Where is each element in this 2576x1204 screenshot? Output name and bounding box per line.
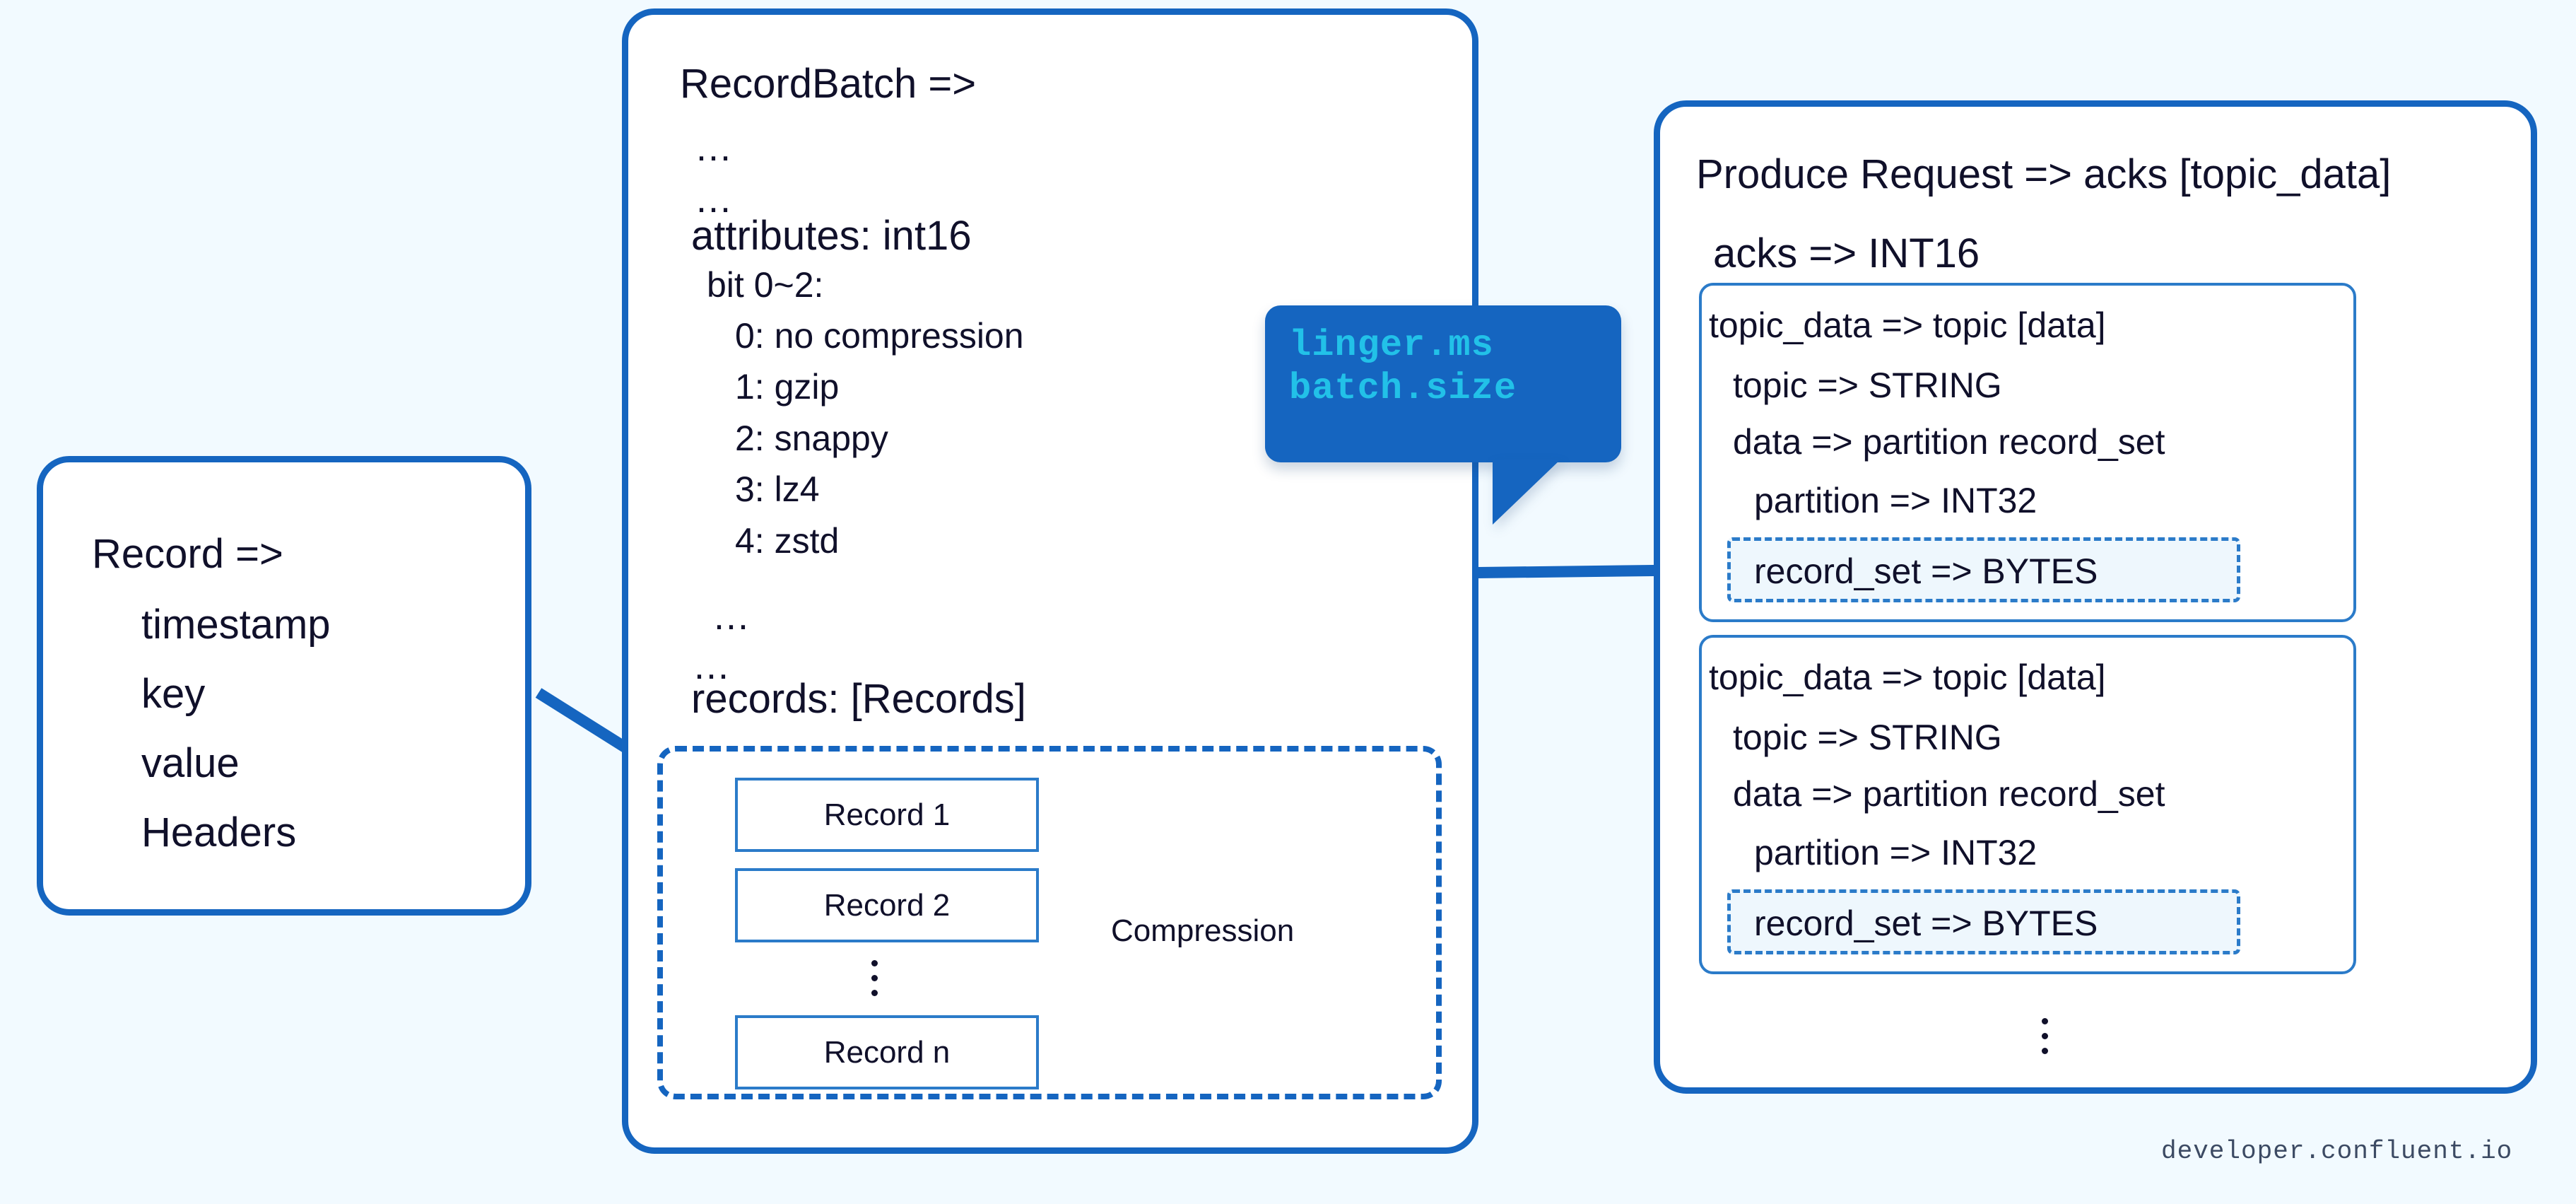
record-batch-ellipsis-3: ... (714, 595, 751, 638)
record-batch-box (622, 8, 1478, 1154)
topic-data-2-data-line: data => partition record_set (1733, 774, 2165, 814)
topic-data-1-topic-line: topic => STRING (1733, 366, 2002, 405)
tuning-callout: linger.ms batch.size (1265, 305, 1621, 462)
record-box-title: Record => (92, 531, 283, 577)
record-item-1-label: Record 1 (823, 797, 951, 832)
record-batch-ellipsis-4: ... (694, 645, 731, 687)
produce-request-vertical-ellipsis (2034, 1011, 2055, 1060)
codec-2: 2: snappy (735, 419, 888, 458)
topic-data-1-record-set-box (1727, 537, 2240, 602)
codec-0: 0: no compression (735, 316, 1024, 356)
codec-3: 3: lz4 (735, 469, 820, 509)
record-item-2: Record 2 (735, 868, 1039, 942)
record-batch-bit-range: bit 0~2: (707, 265, 824, 305)
record-item-2-label: Record 2 (823, 887, 951, 923)
record-field-value: value (141, 740, 240, 786)
callout-tail-icon (1493, 460, 1560, 525)
record-field-timestamp: timestamp (141, 602, 331, 648)
topic-data-2-record-set-box (1727, 889, 2240, 954)
codec-1: 1: gzip (735, 367, 840, 407)
topic-data-1-data-line: data => partition record_set (1733, 422, 2165, 462)
record-field-key: key (141, 671, 206, 717)
produce-request-acks-line: acks => INT16 (1713, 230, 1980, 276)
topic-data-2-topic-line: topic => STRING (1733, 718, 2002, 757)
record-batch-attributes: attributes: int16 (691, 213, 972, 259)
record-item-1: Record 1 (735, 778, 1039, 852)
topic-data-2-record-set-line: record_set => BYTES (1754, 904, 2098, 943)
topic-data-1-record-set-line: record_set => BYTES (1754, 551, 2098, 591)
record-batch-ellipsis-1: ... (696, 127, 733, 169)
record-field-headers: Headers (141, 810, 297, 855)
callout-line-linger-ms: linger.ms (1289, 325, 1494, 366)
record-item-n: Record n (735, 1015, 1039, 1089)
compression-label: Compression (1111, 913, 1295, 948)
codec-4: 4: zstd (735, 521, 840, 561)
record-batch-records-line: records: [Records] (691, 676, 1026, 722)
record-box (37, 456, 531, 916)
callout-line-batch-size: batch.size (1289, 368, 1517, 410)
record-list-vertical-ellipsis (864, 954, 885, 1001)
record-batch-ellipsis-2: ... (696, 178, 733, 221)
topic-data-1-header: topic_data => topic [data] (1709, 305, 2106, 345)
produce-request-title: Produce Request => acks [topic_data] (1696, 151, 2392, 197)
footer-attribution: developer.confluent.io (2161, 1137, 2513, 1166)
topic-data-2-header: topic_data => topic [data] (1709, 657, 2106, 697)
topic-data-1-partition-line: partition => INT32 (1754, 481, 2037, 520)
record-batch-title: RecordBatch => (680, 61, 977, 107)
compression-group-box (657, 746, 1442, 1099)
topic-data-2-partition-line: partition => INT32 (1754, 833, 2037, 872)
record-item-n-label: Record n (823, 1034, 951, 1070)
